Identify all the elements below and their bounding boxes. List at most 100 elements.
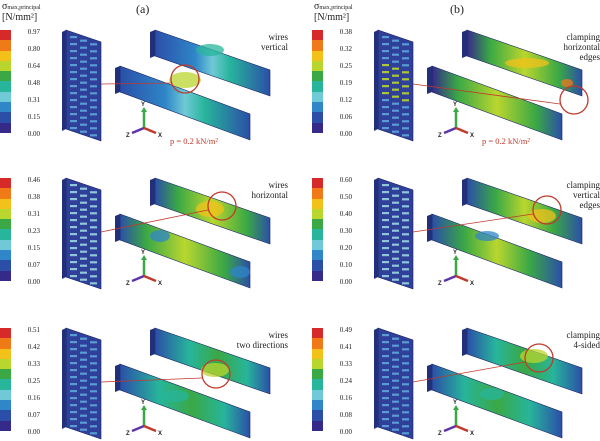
x-axis-arrow <box>143 126 157 135</box>
colorbar-step <box>0 410 11 421</box>
wire-mark <box>392 250 399 253</box>
colorbar <box>0 178 11 281</box>
wire-mark <box>402 355 409 358</box>
colorbar-step <box>312 348 323 359</box>
colorbar-tick-label: 0.00 <box>339 130 352 138</box>
colorbar-step <box>0 102 11 113</box>
wire-mark <box>90 275 97 278</box>
wire-mark <box>392 109 399 112</box>
wire-mark <box>382 212 389 215</box>
lower-beam-end <box>427 364 432 392</box>
wire-mark <box>90 92 97 95</box>
wire-mark <box>402 127 409 130</box>
wire-mark <box>70 99 77 102</box>
wire-mark <box>80 60 87 63</box>
colorbar-step <box>312 410 323 421</box>
caption-line: wires <box>268 32 289 42</box>
wire-mark <box>90 348 97 351</box>
colorbar-step <box>312 122 323 133</box>
wire-mark <box>402 261 409 264</box>
callout-circle <box>559 85 589 115</box>
colorbar-tick-label: 0.20 <box>339 244 352 252</box>
wall-side-face <box>374 30 378 131</box>
colorbar-step <box>312 102 323 113</box>
colorbar-tick-label: 0.30 <box>339 227 352 235</box>
colorbar-tick-label: 0.24 <box>339 377 352 385</box>
lower-beam-end <box>115 364 120 392</box>
colorbar-step <box>0 81 11 92</box>
wire-mark <box>392 81 399 84</box>
colorbar-step <box>0 219 11 230</box>
colorbar-tick-label: 0.12 <box>339 96 352 104</box>
callout-line <box>100 209 209 233</box>
wire-mark <box>402 275 409 278</box>
stress-region <box>201 363 229 377</box>
colorbar-step <box>312 60 323 72</box>
y-axis-head <box>141 255 147 260</box>
colorbar-step <box>312 358 323 370</box>
wire-mark <box>402 411 409 414</box>
wire-mark <box>70 219 77 222</box>
wire-mark <box>392 358 399 361</box>
wire-mark <box>90 247 97 250</box>
wire-mark <box>402 78 409 81</box>
caption-line: clamping <box>566 330 600 340</box>
colorbar <box>0 328 11 431</box>
wall-side-face <box>374 328 378 429</box>
wire-mark <box>402 425 409 428</box>
wire-mark <box>392 74 399 77</box>
wire-mark <box>90 120 97 123</box>
y-axis-label: Y <box>141 250 145 256</box>
wire-mark <box>382 261 389 264</box>
wire-mark <box>402 376 409 379</box>
wire-mark <box>70 233 77 236</box>
colorbar-step <box>312 198 323 209</box>
wire-mark <box>392 46 399 49</box>
wire-mark <box>392 88 399 91</box>
wire-mark <box>80 208 87 211</box>
colorbar-step <box>0 40 11 51</box>
wire-mark <box>80 102 87 105</box>
wire-mark <box>392 60 399 63</box>
colorbar-step <box>312 338 323 349</box>
wire-mark <box>402 64 409 67</box>
wire-mark <box>382 348 389 351</box>
stress-region <box>161 390 189 402</box>
wire-mark <box>90 411 97 414</box>
wire-mark <box>90 106 97 109</box>
wire-mark <box>90 268 97 271</box>
wire-mark <box>382 36 389 39</box>
wire-mark <box>70 205 77 208</box>
colorbar-step <box>312 178 323 189</box>
wire-mark <box>90 57 97 60</box>
colorbar-step <box>0 229 11 240</box>
wire-mark <box>80 358 87 361</box>
wire-mark <box>382 390 389 393</box>
wire-mark <box>80 250 87 253</box>
wire-mark <box>402 226 409 229</box>
colorbar-tick-label: 0.33 <box>27 360 40 368</box>
wire-mark <box>392 222 399 225</box>
colorbar-step <box>0 198 11 209</box>
wire-mark <box>70 120 77 123</box>
wire-mark <box>392 215 399 218</box>
wire-mark <box>90 254 97 257</box>
wire-mark <box>392 194 399 197</box>
colorbar-step <box>312 260 323 271</box>
wire-mark <box>80 74 87 77</box>
wire-mark <box>70 275 77 278</box>
wire-mark <box>80 271 87 274</box>
wire-mark <box>382 376 389 379</box>
wire-mark <box>392 386 399 389</box>
wire-mark <box>80 407 87 410</box>
y-axis-label: Y <box>141 102 145 108</box>
wire-mark <box>392 414 399 417</box>
wire-mark <box>90 240 97 243</box>
stress-region <box>196 201 224 217</box>
